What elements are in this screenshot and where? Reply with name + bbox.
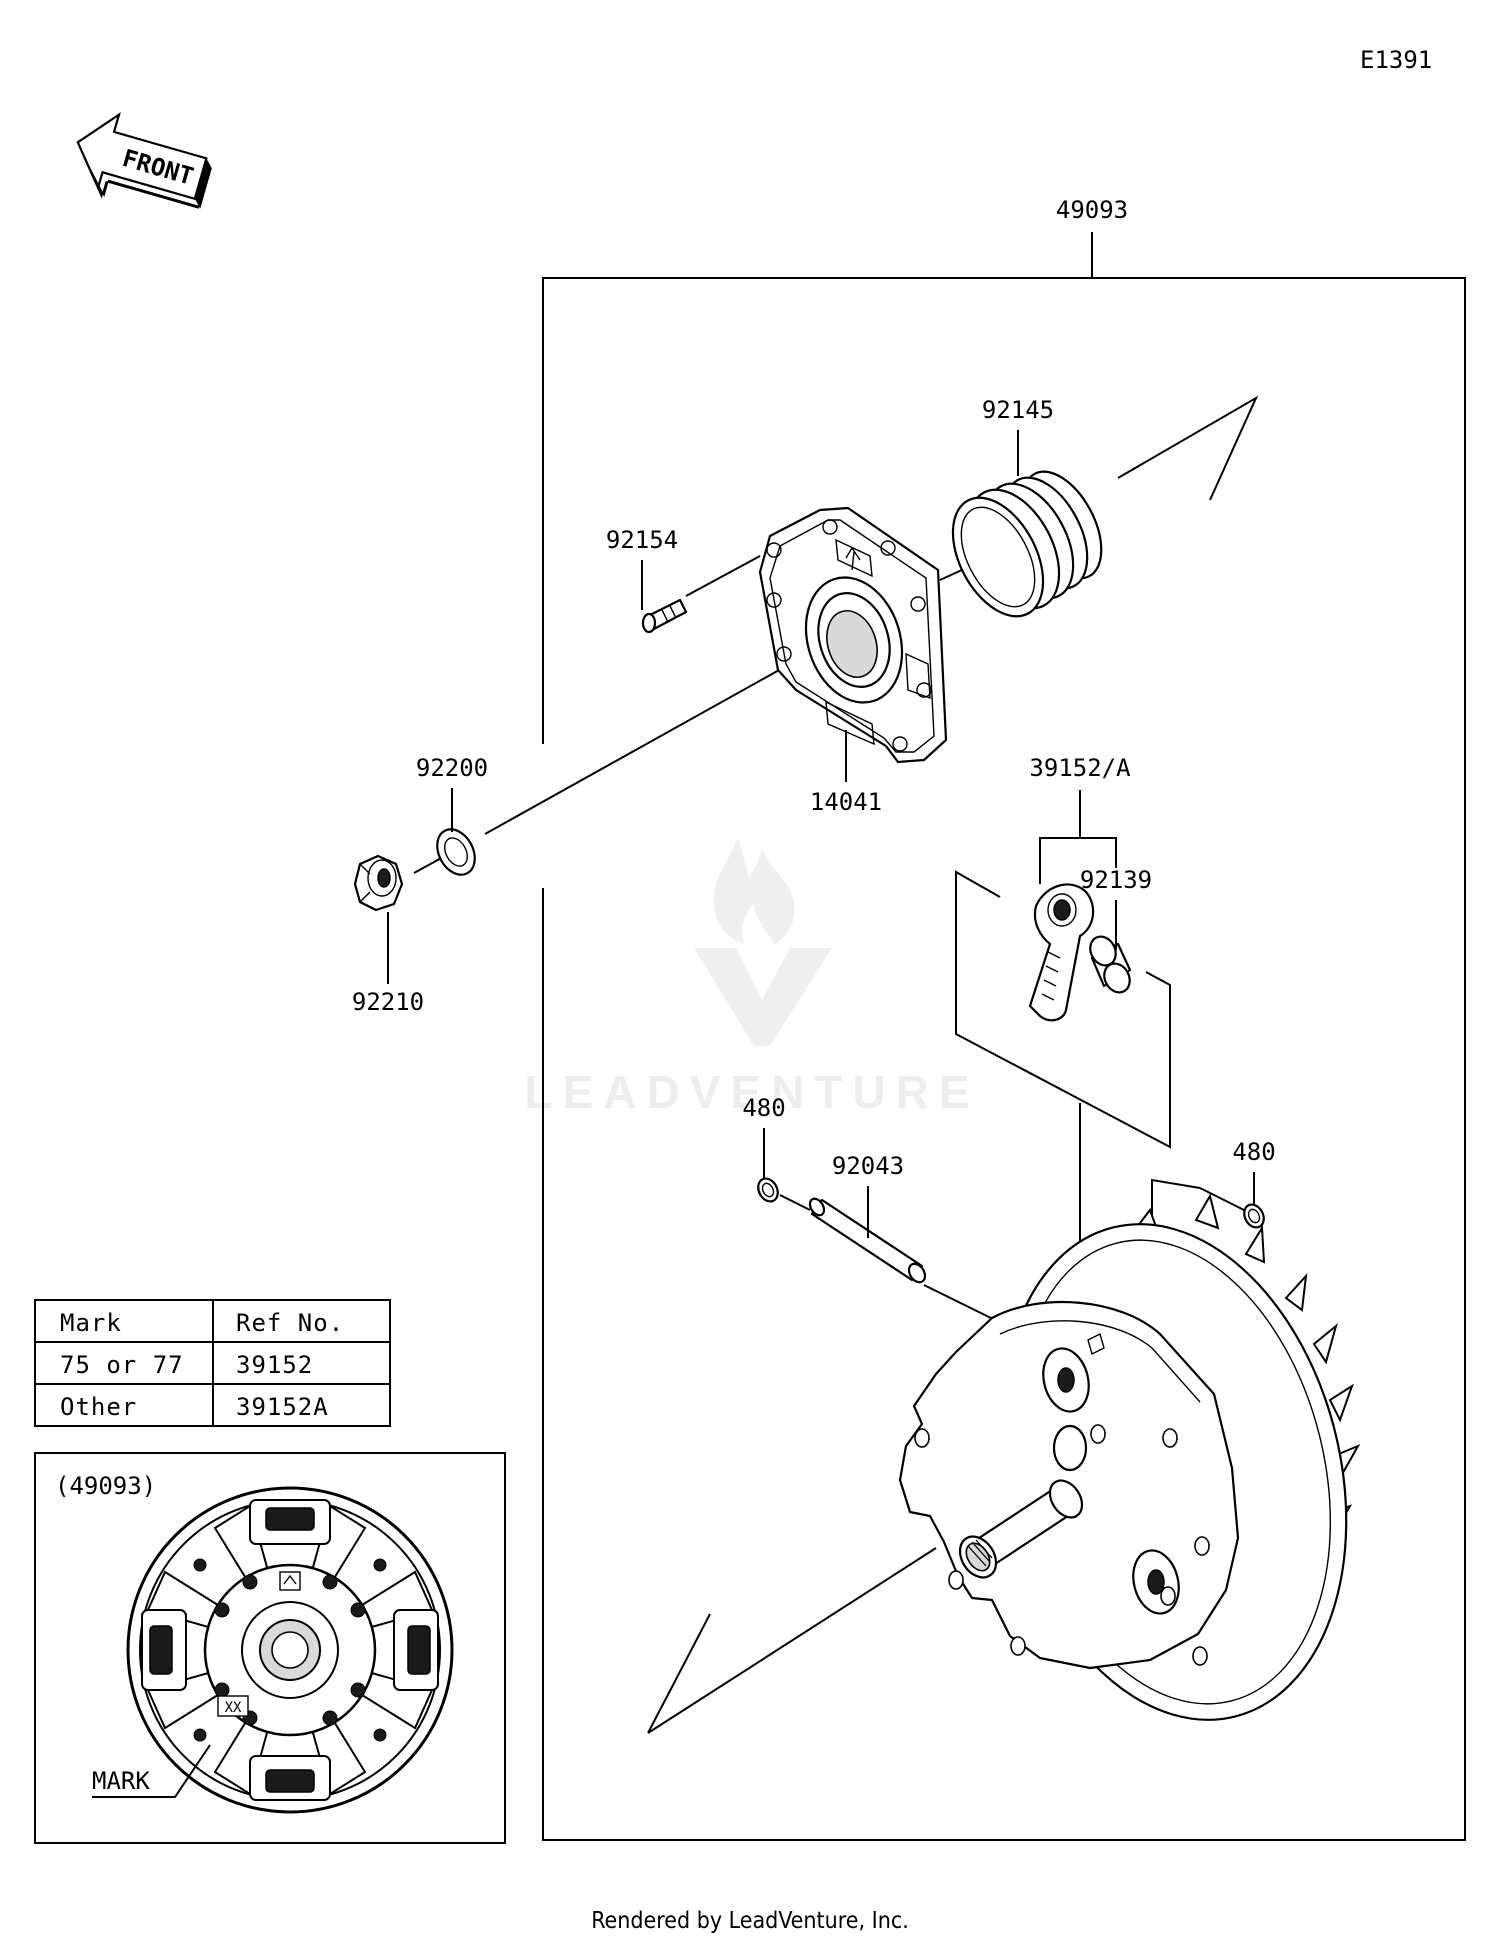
footer-credit: Rendered by LeadVenture, Inc. <box>591 1908 909 1934</box>
assembly-label: 49093 <box>1056 196 1128 224</box>
table-cell: 39152A <box>236 1393 329 1421</box>
front-arrow-icon: FRONT <box>76 112 212 209</box>
washer-part <box>436 828 476 876</box>
cover-part <box>758 506 948 764</box>
inset-view: (49093) <box>34 1452 506 1844</box>
label-bolt: 92154 <box>606 526 678 554</box>
assembly-frame <box>542 277 1466 1841</box>
axis-bolt-cover <box>685 555 761 597</box>
label-spring: 92145 <box>982 396 1054 424</box>
ref-table: Mark Ref No. 75 or 77 39152 Other 39152A <box>34 1299 391 1427</box>
axis-line-bottom-b <box>647 1547 937 1734</box>
label-nut: 92210 <box>352 988 424 1016</box>
snap-ring-right-part <box>1243 1203 1265 1229</box>
snap-ring-left-part <box>757 1177 779 1203</box>
arrow-up-icon <box>279 1571 301 1591</box>
spring-part <box>951 470 1103 618</box>
inset-title: (49093) <box>55 1472 156 1500</box>
weight-part <box>1028 883 1095 1022</box>
label-collar: 92139 <box>1080 866 1152 894</box>
label-washer: 92200 <box>416 754 488 782</box>
collar-part <box>1089 935 1132 994</box>
bolt-part <box>641 598 688 634</box>
label-cover: 14041 <box>810 788 882 816</box>
axis-line-bottom-a <box>647 1613 711 1734</box>
label-snap-ring-right: 480 <box>1232 1138 1275 1166</box>
nut-part <box>353 854 404 912</box>
mark-leader <box>92 1744 211 1798</box>
table-header-ref: Ref No. <box>236 1309 344 1337</box>
pin-part <box>808 1197 927 1284</box>
axis-right-snapring <box>1199 1187 1245 1211</box>
leader-weight-set <box>1039 837 1117 884</box>
watermark-text: LEADVENTURE <box>524 1066 979 1118</box>
clutch-assembly-part <box>898 1193 1361 1721</box>
watermark: LEADVENTURE <box>524 838 979 1118</box>
weight-set-bracket <box>955 870 1171 1149</box>
inset-mark-text: XX <box>225 1700 242 1716</box>
inset-mark-label: MARK <box>92 1767 150 1795</box>
axis-line-top <box>1117 395 1259 501</box>
table-cell: 75 or 77 <box>60 1351 184 1379</box>
axis-pin-clutch <box>923 1284 996 1321</box>
label-weight-set: 39152/A <box>1029 754 1131 782</box>
table-cell: Other <box>60 1393 137 1421</box>
diagram-code: E1391 <box>1360 46 1432 74</box>
axis-cover-washer <box>484 649 816 835</box>
label-snap-ring-left: 480 <box>742 1094 785 1122</box>
table-header-mark: Mark <box>60 1309 122 1337</box>
table-cell: 39152 <box>236 1351 313 1379</box>
label-pin: 92043 <box>832 1152 904 1180</box>
axis-snapring-pin <box>779 1194 811 1211</box>
